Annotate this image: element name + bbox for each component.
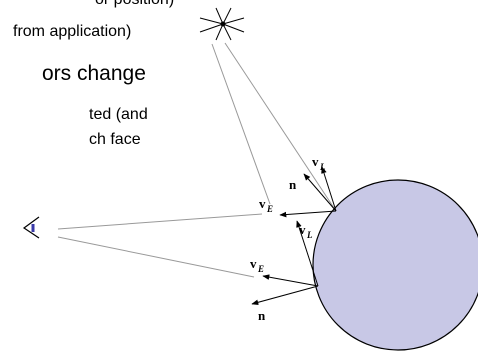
label-l-subscript-upper: L [319,162,326,172]
normal-vector-upper [303,173,337,212]
label-v-e-lower: v [250,256,257,271]
caption-line-5: ch face [89,131,141,148]
caption-line-2: from application) [13,23,132,40]
caption-line-1: or position) [95,0,174,9]
label-e-subscript-lower: E [257,264,264,274]
light-vector-upper [321,166,337,212]
eye-icon [22,216,40,239]
light-ray-upper [224,42,337,212]
label-v-l-lower: v [299,222,306,237]
label-n-upper: n [289,177,297,192]
normal-vector-lower [251,285,319,306]
label-n-lower: n [258,308,266,323]
caption-line-4: ted (and [89,106,148,123]
eye-vector-upper [279,210,337,218]
label-v-e-upper: v [259,196,266,211]
sphere [312,179,478,351]
label-v-l-upper: v [312,154,319,169]
label-e-subscript-upper: E [266,204,273,214]
light-ray-lower [211,43,271,205]
view-ray-lower [57,236,255,278]
light-source-icon [199,7,245,41]
eye-vector-lower [262,274,319,287]
caption-heading: ors change [42,62,146,85]
view-ray-upper [57,213,263,230]
light-vector-lower [296,220,319,287]
label-l-subscript-lower: L [306,230,313,240]
